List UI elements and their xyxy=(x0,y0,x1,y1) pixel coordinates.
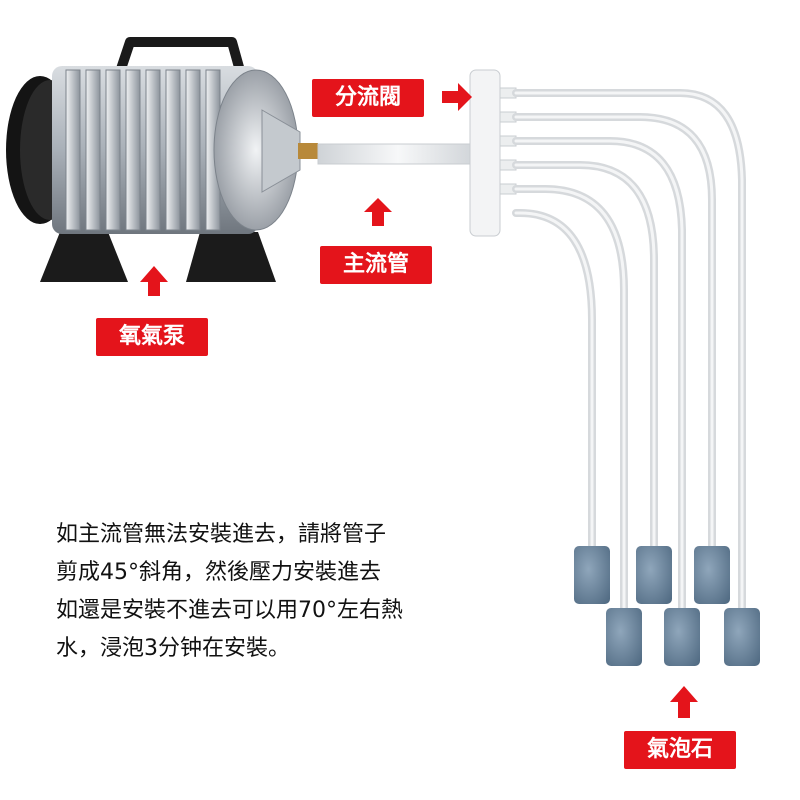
air-pump xyxy=(6,37,318,282)
main-tube-label: 主流管 xyxy=(320,246,432,284)
airstone-3 xyxy=(694,546,730,604)
arrow-up-icon xyxy=(364,198,392,226)
note-line-3: 如還是安裝不進去可以用70°左右熱 xyxy=(56,598,403,623)
airstone-label: 氣泡石 xyxy=(624,731,736,769)
note-line-1: 如主流管無法安裝進去，請將管子 xyxy=(56,522,387,547)
splitter-label: 分流閥 xyxy=(312,79,424,117)
main-tube xyxy=(317,143,479,165)
note-line-4: 水，浸泡3分钟在安裝。 xyxy=(56,636,290,661)
note-line-2: 剪成45°斜角，然後壓力安裝進去 xyxy=(56,560,381,585)
airstone-2 xyxy=(636,546,672,604)
airstone-5 xyxy=(664,608,700,666)
arrow-up-icon xyxy=(670,686,698,718)
airstone-6 xyxy=(724,608,760,666)
splitter-valve xyxy=(469,69,517,237)
airstone-1 xyxy=(574,546,610,604)
arrow-right-icon xyxy=(442,83,472,111)
installation-note: 如主流管無法安裝進去，請將管子 剪成45°斜角，然後壓力安裝進去 如還是安裝不進… xyxy=(56,516,536,668)
arrow-up-icon xyxy=(140,266,168,296)
pump-label: 氧氣泵 xyxy=(96,318,208,356)
airstone-4 xyxy=(606,608,642,666)
air-stones xyxy=(574,546,760,666)
